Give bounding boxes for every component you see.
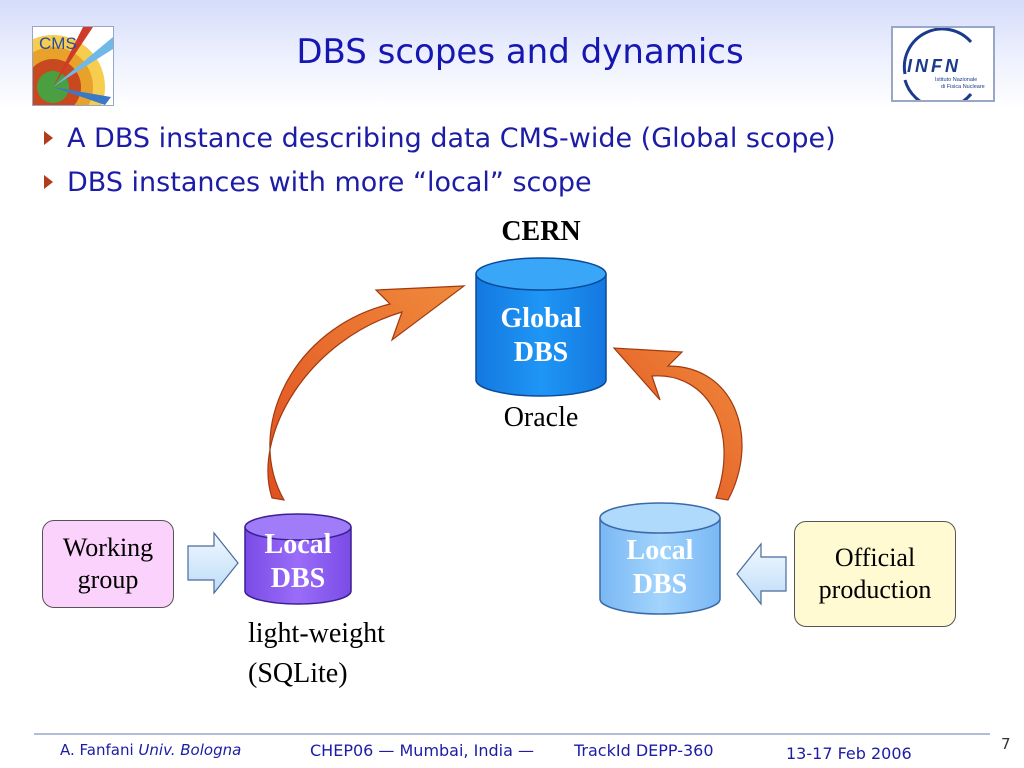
working-group-line2: group [77, 565, 139, 594]
bullet-text: DBS instances with more “local” scope [67, 166, 592, 198]
working-group-box: Working group [42, 520, 174, 608]
local-dbs-left-label-line2: DBS [270, 563, 326, 594]
working-group-line1: Working [62, 533, 154, 562]
title-bar [0, 0, 1024, 108]
official-production-box: Official production [794, 521, 956, 627]
bullet-text: A DBS instance describing data CMS-wide … [67, 122, 836, 154]
local-dbs-right-label: Local DBS [600, 534, 720, 602]
bullet-item: DBS instances with more “local” scope [40, 160, 1000, 204]
sqlite-caption-line1: light-weight [248, 618, 385, 649]
feed-arrow-right [736, 542, 787, 606]
footer-track: TrackId DEPP-360 [574, 741, 714, 760]
sync-arrow-right [612, 347, 743, 501]
footer-affiliation: Univ. Bologna [138, 741, 242, 759]
local-dbs-left-label-line1: Local [264, 529, 332, 560]
infn-logo-sub2: di Fisica Nucleare [941, 84, 985, 90]
local-dbs-right-label-line1: Local [626, 535, 694, 566]
oracle-caption: Oracle [503, 402, 579, 433]
sync-arrow-left [267, 285, 466, 501]
footer-conference: CHEP06 — Mumbai, India — [310, 741, 534, 760]
local-dbs-right-label-line2: DBS [632, 569, 688, 600]
global-dbs-label-line2: DBS [513, 337, 569, 368]
official-production-line1: Official [834, 543, 916, 572]
footer-divider [34, 733, 990, 735]
global-dbs-cylinder [475, 257, 607, 397]
page-number: 7 [1001, 735, 1011, 753]
global-dbs-label: Global DBS [476, 302, 606, 370]
local-dbs-left-cylinder [244, 513, 352, 605]
official-production-line2: production [818, 575, 932, 604]
feed-arrow-left [187, 531, 239, 595]
page-title: DBS scopes and dynamics [296, 32, 744, 72]
bullet-marker-icon [44, 175, 53, 189]
cern-label: CERN [501, 216, 581, 247]
infn-logo-text: INFN [907, 56, 961, 76]
cms-logo-text: CMS [39, 34, 77, 53]
footer-date: 13-17 Feb 2006 [786, 744, 912, 763]
footer-author-name: A. Fanfani [60, 741, 134, 759]
footer-author: A. Fanfani Univ. Bologna [60, 741, 241, 759]
local-dbs-right-cylinder [599, 502, 721, 615]
sqlite-caption: light-weight (SQLite) [248, 614, 448, 694]
local-dbs-left-label: Local DBS [245, 528, 351, 596]
sqlite-caption-line2: (SQLite) [248, 658, 348, 689]
bullet-item: A DBS instance describing data CMS-wide … [40, 116, 1000, 160]
bullet-marker-icon [44, 131, 53, 145]
infn-logo-sub1: Istituto Nazionale [935, 77, 977, 83]
cms-logo: CMS [1, 26, 114, 139]
bullet-list: A DBS instance describing data CMS-wide … [40, 116, 1000, 204]
global-dbs-label-line1: Global [500, 303, 582, 334]
